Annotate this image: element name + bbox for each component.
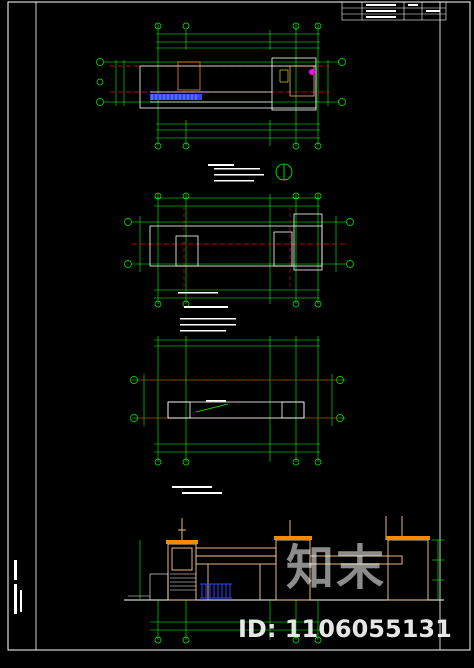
watermark-id-text: ID: 1106055131 [238,615,452,643]
front-elevation [124,492,444,644]
plan-1-ground-floor [96,22,346,182]
sheet-border [7,1,471,651]
plan-2-roof [124,192,354,332]
plan-1-notes [208,164,264,182]
title-block [341,1,447,21]
watermark-logo-text: 知末 [286,540,387,596]
vertical-title-strip [14,560,22,614]
plan-3-foundation [130,336,346,488]
